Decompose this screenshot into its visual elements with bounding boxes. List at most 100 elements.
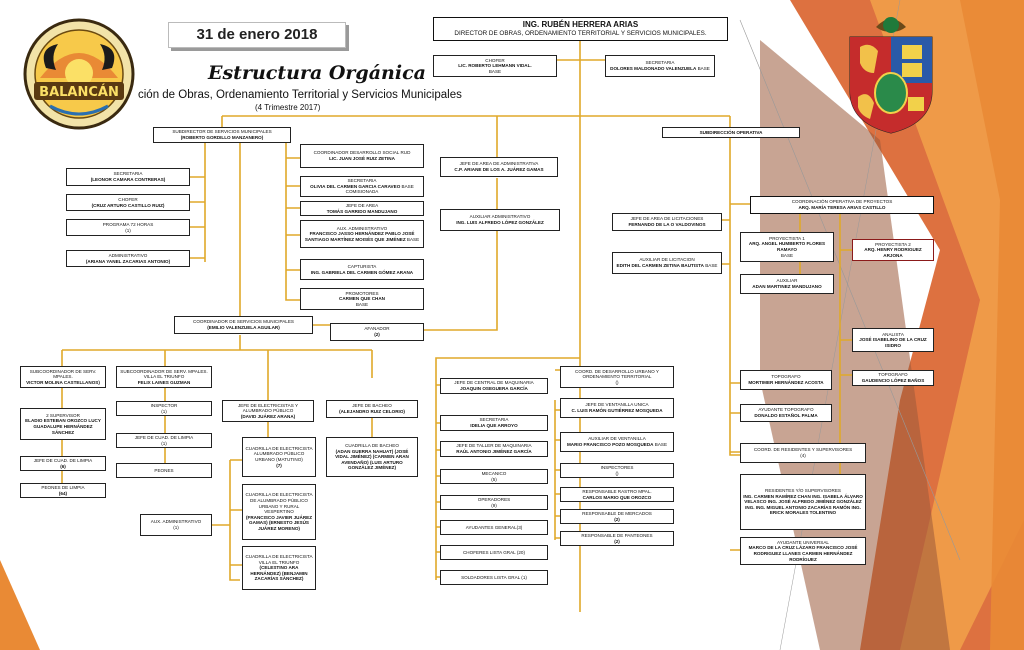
node-ayudantes[interactable]: AYUDANTES GENERAL(3) xyxy=(440,520,548,535)
node-resp-rastro[interactable]: RESPONSABLE RASTRO MPAL. CARLOS MARIO QU… xyxy=(560,487,674,502)
node-supervisores2[interactable]: 2 SUPERVISOR ELADIO ESTEBAN OROZCO LUCY … xyxy=(20,408,106,440)
node-chofer-dir[interactable]: CHOFER LIC. ROBERTO LEHMANN VIDAL. BASE xyxy=(433,55,557,77)
node-resp-mercados[interactable]: RESPONSABLE DE MERCADOS (2) xyxy=(560,509,674,524)
node-jefe-bacheo[interactable]: JEFE DE BACHEO (ALEJANDRO RUIZ CELORIO) xyxy=(326,400,418,418)
node-aux-licitacion[interactable]: AUXILIAR DE LICITACION EDITH DEL CARMEN … xyxy=(612,252,722,274)
node-peones-64[interactable]: PEONES DE LIMPIA (64) xyxy=(20,483,106,498)
orange-band-accent xyxy=(960,0,1024,650)
node-admin-ariana[interactable]: ADMINISTRATIVO (ARIANA YANEL ZACARIAS AN… xyxy=(66,250,190,267)
node-name: MARCO DE LA CRUZ LÁZARO FRANCISCO JOSÉ R… xyxy=(748,545,858,562)
node-cuad-triunfo[interactable]: CUADRILLA DE ELECTRICISTA VILLA EL TRIUN… xyxy=(242,546,316,590)
page-subtitle: ción de Obras, Ordenamiento Territorial … xyxy=(138,89,462,101)
node-name: (2) xyxy=(614,538,620,544)
node-title: CUADRILLA DE ELECTRICISTA ALUMBRADO PÚBL… xyxy=(245,445,313,462)
node-title: AYUDANTES GENERAL(3) xyxy=(465,524,523,530)
node-aux-admin-3[interactable]: AUX. ADMINISTRATIVO FRANCISCO JASSO HERN… xyxy=(300,220,424,248)
tabasco-coat-of-arms-icon xyxy=(849,17,933,134)
node-jefe-cuad-1[interactable]: JEFE DE CUAD. DE LIMPIA (1) xyxy=(116,433,212,448)
node-chofer-cruz[interactable]: CHOFER (CRUZ ARTURO CASTILLO RUIZ) xyxy=(66,194,190,211)
node-inspector-1[interactable]: INSPECTOR (1) xyxy=(116,401,212,416)
node-secretaria-dir[interactable]: SECRETARIA DOLORES MALDONADO VALENZUELA … xyxy=(605,55,715,77)
node-residentes[interactable]: RESIDENTES Y/O SUPERVISORES ING. CARMEN … xyxy=(740,474,866,530)
node-jefe-admin[interactable]: JEFE DE AREA DE ADMINISTRATIVA C.P. ARIA… xyxy=(440,157,558,177)
node-choferes[interactable]: CHOFERES LISTA GRAL (20) xyxy=(440,545,548,560)
node-name: DONALDO ESTAÑOL PALMA xyxy=(754,413,818,418)
node-name: (ARIANA YANEL ZACARIAS ANTONIO) xyxy=(85,258,171,264)
node-name: (2) xyxy=(614,516,620,522)
node-jefe-electricistas[interactable]: JEFE DE ELECTRICISTAS Y ALUMBRADO PÚBLIC… xyxy=(222,400,314,422)
node-sec-olivia[interactable]: SECRETARIA OLIVIA DEL CARMEN GARCIA CARA… xyxy=(300,176,424,197)
node-proyectista2[interactable]: PROYECTISTA 2 ARQ. HENRY RODRIGUEZ ARJON… xyxy=(852,239,934,261)
node-promotores[interactable]: PROMOTORES CARMEN QUE CHAN BASE xyxy=(300,288,424,310)
node-topografo2[interactable]: TOPOGRAFO GAUDENCIO LÓPEZ BAÑOS xyxy=(852,370,934,386)
node-ayudante-topografo[interactable]: AYUDANTE TOPOGRAFO DONALDO ESTAÑOL PALMA xyxy=(740,404,832,422)
node-title: CUADRILLA DE ELECTRICISTA VILLA EL TRIUN… xyxy=(245,554,313,565)
node-proyectista1[interactable]: PROYECTISTA 1 ARQ. ANGEL HUMBERTO FLORES… xyxy=(740,232,834,262)
node-capturista[interactable]: CAPTURISTA ING. GABRIELA DEL CARMEN GÓME… xyxy=(300,259,424,280)
node-sec-leonor[interactable]: SECRETARIA (LEONOR CAMARA CONTRERAS) xyxy=(66,168,190,186)
node-topografo1[interactable]: TOPOGRAFO MORTIMER HERNÁNDEZ ACOSTA xyxy=(740,370,832,390)
node-name: (2) xyxy=(374,332,380,337)
node-operadores[interactable]: OPERADORES (9) xyxy=(440,495,548,510)
node-name: LIC. ROBERTO LEHMANN VIDAL. xyxy=(458,63,532,69)
node-subcoord-triunfo[interactable]: SUBCOORDINADOR DE SERV. MPALES. VILLA EL… xyxy=(116,366,212,388)
node-jefe-maquinaria[interactable]: JEFE DE CENTRAL DE MAQUINARIA JOAQUIN OS… xyxy=(440,378,548,394)
node-title: RESIDENTES Y/O SUPERVISORES xyxy=(765,488,841,494)
node-name: (CRUZ ARTURO CASTILLO RUIZ) xyxy=(91,202,165,208)
node-afanador[interactable]: AFANADOR (2) xyxy=(330,323,424,341)
node-mecanico[interactable]: MECANICO (5) xyxy=(440,469,548,484)
node-name: (1) xyxy=(161,408,167,414)
node-jefe-ventanilla[interactable]: JEFE DE VENTANILLA UNICA C. LUIS RAMÓN G… xyxy=(560,398,674,418)
node-cuad-matutino[interactable]: CUADRILLA DE ELECTRICISTA ALUMBRADO PÚBL… xyxy=(242,437,316,477)
node-inspectores[interactable]: INSPECTORES () xyxy=(560,463,674,478)
node-title: SECRETARIA xyxy=(645,60,675,66)
connector xyxy=(554,400,560,540)
node-programa72[interactable]: PROGRAMA 72 HORAS (1) xyxy=(66,219,190,236)
node-coord-residentes[interactable]: COORD. DE RESIDENTES Y SUPERVISORES (4) xyxy=(740,443,866,463)
node-cuad-bacheo[interactable]: CUADRILLA DE BACHEO (ADAN GUERRA NAHUAT)… xyxy=(326,437,418,477)
node-resp-panteones[interactable]: RESPONSABLE DE PANTEONES (2) xyxy=(560,531,674,546)
node-coord-social[interactable]: COORDINADOR DESARROLLO SOCIAL RUD LIC. J… xyxy=(300,144,424,168)
node-subdir-servicios[interactable]: SUBDIRECTOR DE SERVICIOS MUNICIPALES (RO… xyxy=(153,127,291,143)
connector xyxy=(190,143,206,262)
node-name: OLIVIA DEL CARMEN GARCIA CARAVEO xyxy=(310,183,401,189)
node-jefe-licitaciones[interactable]: JEFE DE AREA DE LICITACIONES FERNANDO DE… xyxy=(612,213,722,231)
node-name: (ADAN GUERRA NAHUAT) (JOSÉ VIDAL JIMÉNEZ… xyxy=(335,448,409,471)
node-name: FELIX LAINES GUZMAN xyxy=(137,379,191,385)
node-auxiliar-adan[interactable]: AUXILIAR ADAN MARTINEZ MANDUJANO xyxy=(740,274,834,294)
node-sec-idelia[interactable]: SECRETARIA IDELIA QUE ARROYO xyxy=(440,415,548,431)
node-analista[interactable]: ANALISTA JOSÉ ISABELINO DE LA CRUZ ISIDR… xyxy=(852,328,934,352)
node-title: CHOFERES LISTA GRAL (20) xyxy=(462,549,526,555)
node-peones[interactable]: PEONES xyxy=(116,463,212,478)
node-subdir-operativa[interactable]: SUBDIRECCIÓN OPERATIVA xyxy=(662,127,800,138)
node-name: () xyxy=(615,470,619,476)
node-name: FRANCISCO JASSO HERNÁNDEZ PABLO JOSÉ SAN… xyxy=(304,231,415,242)
node-extra: BASE xyxy=(780,252,794,258)
node-title: JEFE DE CENTRAL DE MAQUINARIA xyxy=(454,380,534,386)
node-subcoord-serv[interactable]: SUBCOORDINADOR DE SERV. MPALES. VICTOR M… xyxy=(20,366,106,388)
node-soldadores[interactable]: SOLDADORES LISTA GRAL (1) xyxy=(440,570,548,585)
node-jefe-taller[interactable]: JEFE DE TALLER DE MAQUINARIA RAÚL ANTONI… xyxy=(440,441,548,457)
node-name: () xyxy=(615,379,619,385)
node-aux-admin-1[interactable]: AUX. ADMINISTRATIVO (1) xyxy=(140,514,212,536)
node-jefe-cuad-64[interactable]: JEFE DE CUAD. DE LIMPIA (6) xyxy=(20,456,106,471)
node-name: ARQ. HENRY RODRIGUEZ ARJONA xyxy=(864,247,922,258)
node-extra: BASE xyxy=(355,301,369,307)
node-title: RESPONSABLE DE PANTEONES xyxy=(581,532,653,538)
svg-text:BALANCÁN: BALANCÁN xyxy=(39,84,119,100)
node-title: ING. RUBÉN HERRERA ARIAS xyxy=(522,20,639,30)
node-title: RESPONSABLE RASTRO MPAL. xyxy=(582,488,652,494)
node-director[interactable]: ING. RUBÉN HERRERA ARIAS DIRECTOR DE OBR… xyxy=(433,17,728,41)
node-coord-proyectos[interactable]: COORDINACIÓN OPERATIVA DE PROYECTOS ARQ.… xyxy=(750,196,934,214)
node-coord-servicios[interactable]: COORDINADOR DE SERVICIOS MUNICIPALES (EM… xyxy=(174,316,313,334)
node-cuad-vespertino[interactable]: CUADRILLA DE ELECTRICISTA DE ALUMBRADO P… xyxy=(242,484,316,540)
page-title: Estructura Orgánica xyxy=(208,62,426,84)
node-title: AUXILIAR ADMINISTRATIVO xyxy=(469,214,531,220)
node-jefe-area-tomas[interactable]: JEFE DE AREA TOMÁS GARRIDO MANDUJANO xyxy=(300,201,424,216)
node-aux-ventanilla[interactable]: AUXILIAR DE VENTANILLA MARIO FRANCISCO P… xyxy=(560,432,674,452)
node-coord-urbano[interactable]: COORD. DE DESARROLLO URBANO Y ORDENAMIEN… xyxy=(560,366,674,388)
node-name: LIC. JUAN JOSÉ RUIZ ZETINA xyxy=(329,156,395,161)
node-title: INSPECTOR xyxy=(150,402,178,408)
node-aux-admin-luis[interactable]: AUXILIAR ADMINISTRATIVO ING. LUIS ALFRED… xyxy=(440,209,560,231)
node-ayudante-universal[interactable]: AYUDANTE UNIVERSAL MARCO DE LA CRUZ LÁZA… xyxy=(740,537,866,565)
